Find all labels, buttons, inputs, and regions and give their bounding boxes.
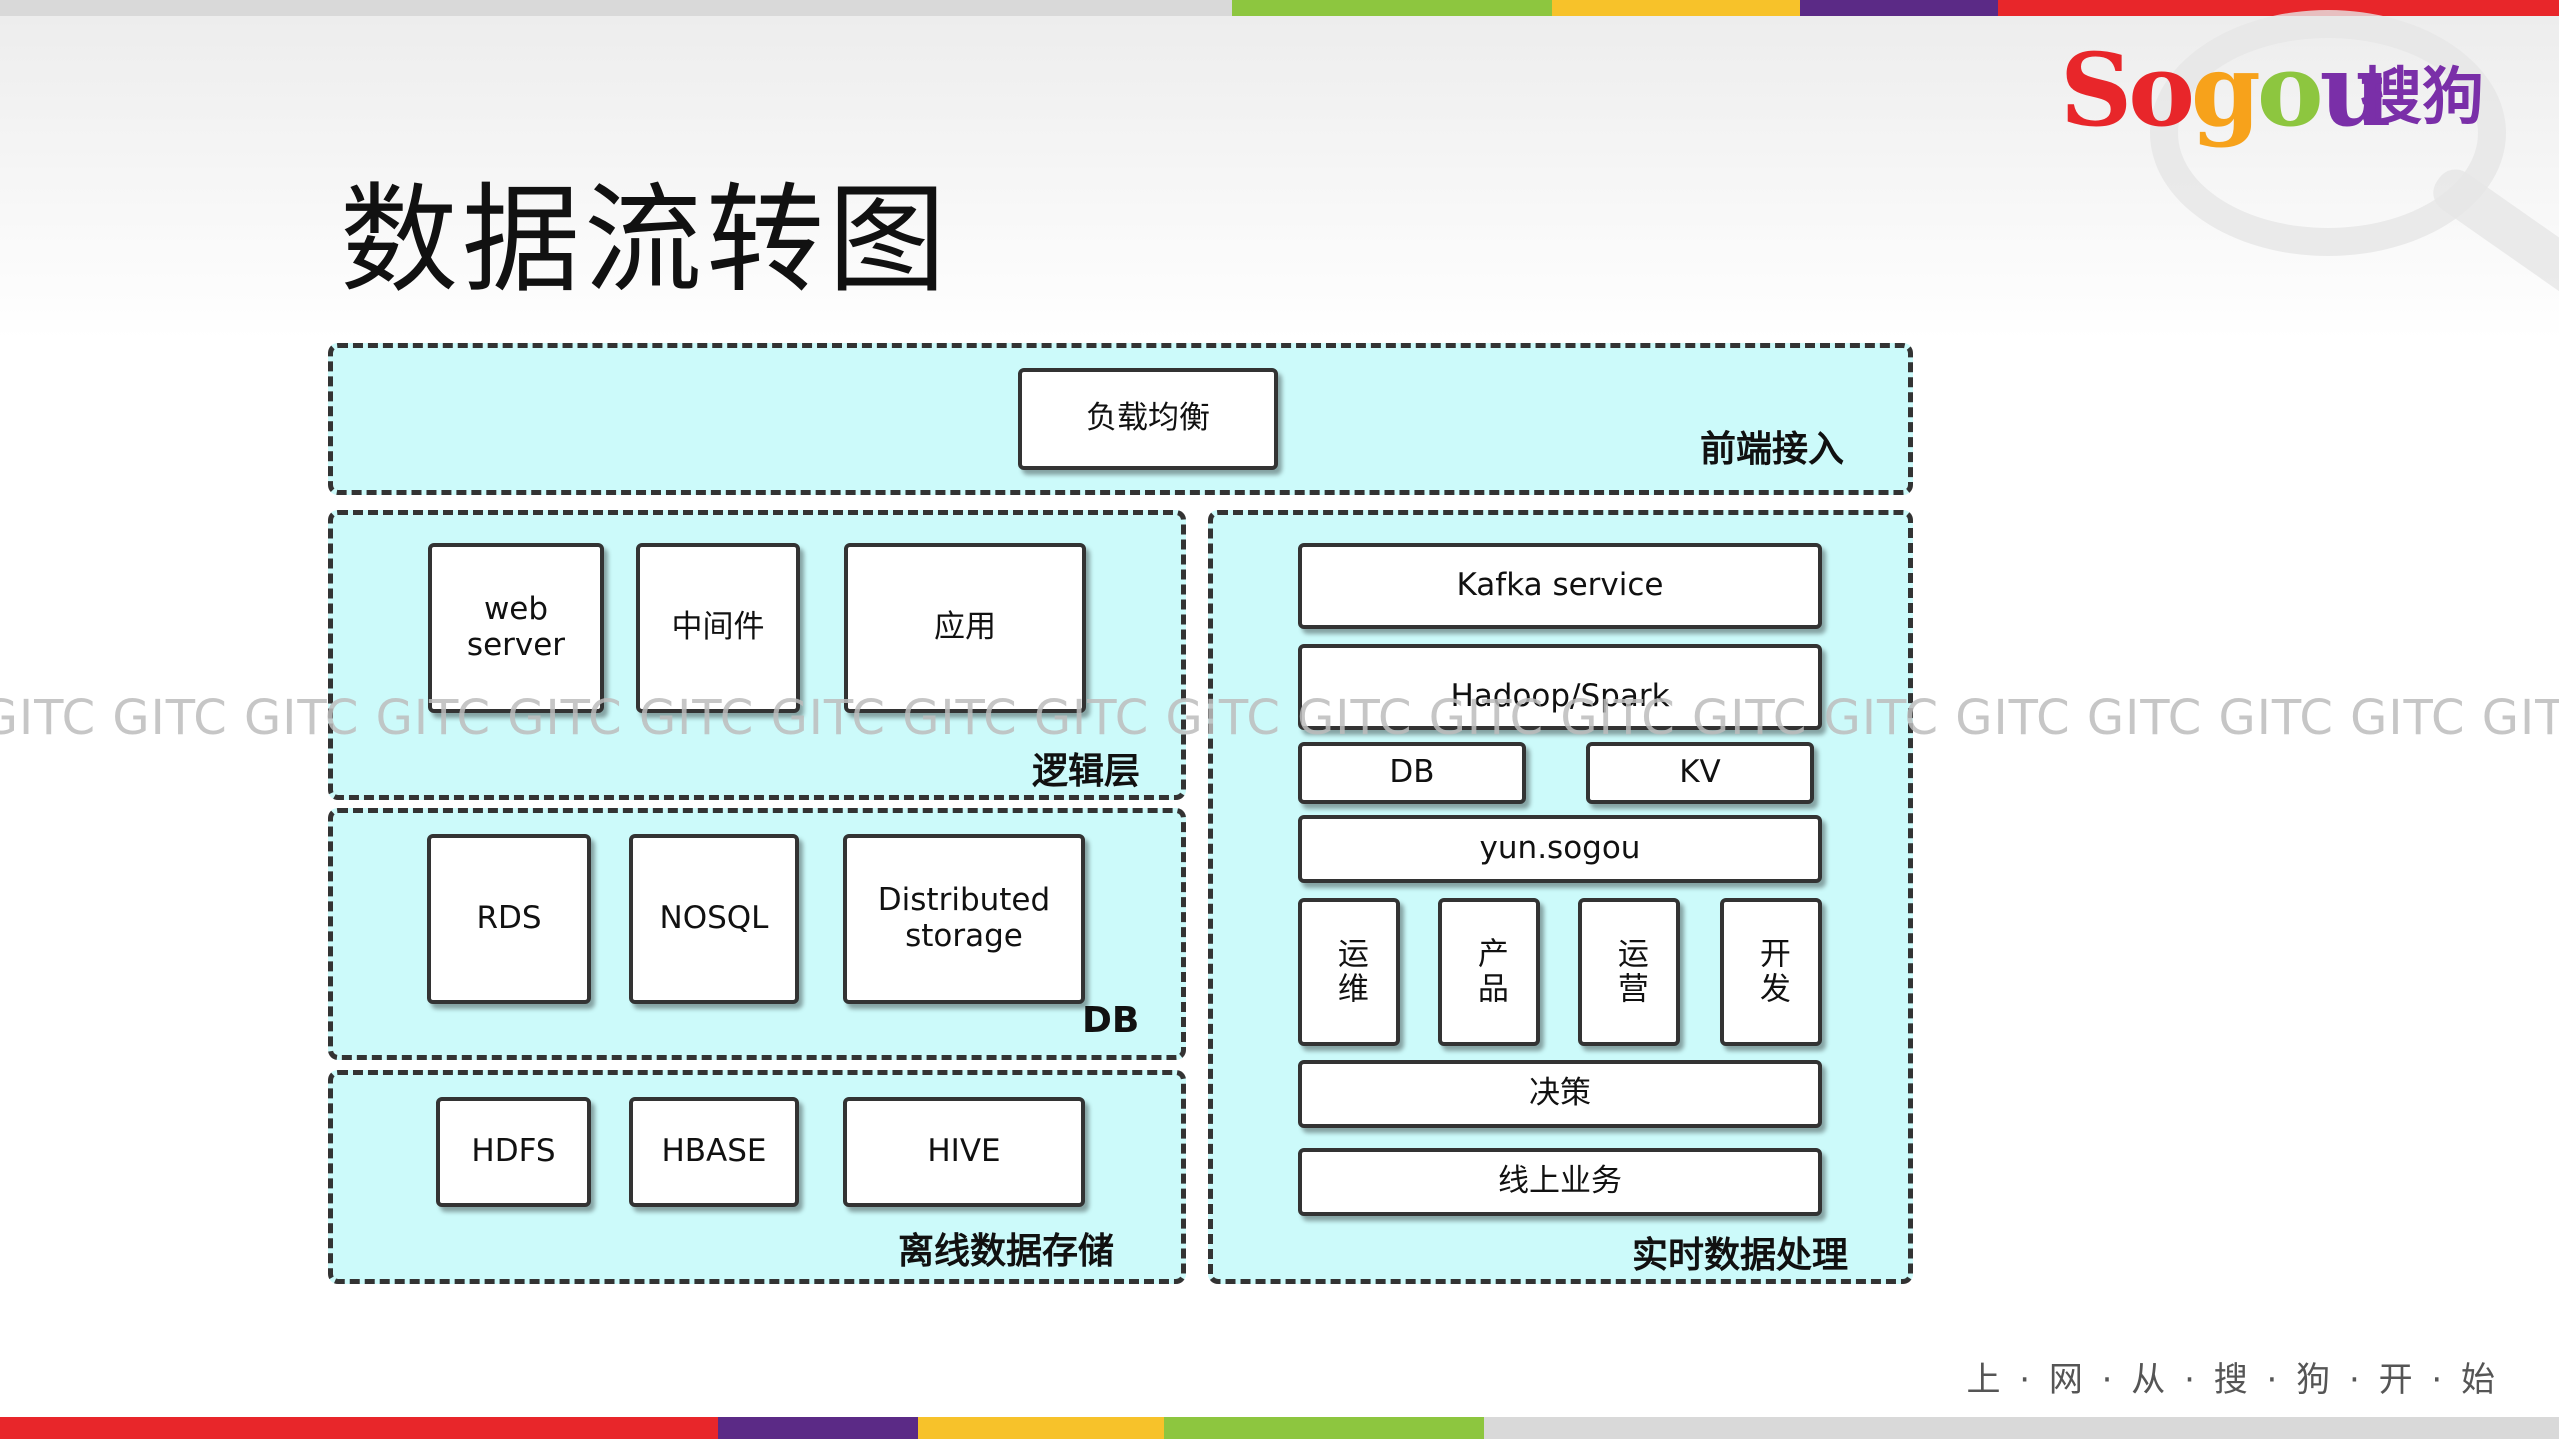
- kafka-service-box: Kafka service: [1298, 543, 1822, 629]
- operations-box: 运营: [1578, 898, 1680, 1046]
- offline-storage-label: 离线数据存储: [898, 1231, 1115, 1272]
- top-color-strip: [0, 0, 2559, 16]
- hive-box: HIVE: [843, 1097, 1085, 1207]
- load-balancer-box: 负载均衡: [1018, 368, 1278, 470]
- sogou-logo: Sogou: [2060, 31, 2392, 149]
- realtime-label: 实时数据处理: [1632, 1235, 1849, 1276]
- rds-box: RDS: [427, 834, 591, 1004]
- distributed-storage-box: Distributed storage: [843, 834, 1085, 1004]
- gitc-watermark: C GITC GITC GITC GITC GITC GITC GITC GIT…: [0, 690, 2559, 746]
- decision-box: 决策: [1298, 1060, 1822, 1128]
- hdfs-box: HDFS: [436, 1097, 591, 1207]
- web-server-box: web server: [428, 543, 604, 713]
- hadoop-spark-box: Hadoop/Spark: [1298, 644, 1822, 730]
- page-title: 数据流转图: [340, 171, 951, 309]
- dev-box: 开发: [1720, 898, 1822, 1046]
- frontend-label: 前端接入: [1700, 429, 1845, 470]
- ops-box: 运维: [1298, 898, 1400, 1046]
- slogan: 上 · 网 · 从 · 搜 · 狗 · 开 · 始: [1966, 1360, 2499, 1400]
- hbase-box: HBASE: [629, 1097, 799, 1207]
- sogou-logo-cn: 搜狗: [2360, 60, 2485, 133]
- online-business-box: 线上业务: [1298, 1148, 1822, 1216]
- nosql-box: NOSQL: [629, 834, 799, 1004]
- db-label: DB: [1082, 1000, 1140, 1041]
- application-box: 应用: [844, 543, 1086, 713]
- slide-background: [0, 0, 2559, 340]
- product-box: 产品: [1438, 898, 1540, 1046]
- middleware-box: 中间件: [636, 543, 800, 713]
- bottom-color-strip: [0, 1417, 2559, 1439]
- logic-label: 逻辑层: [1032, 751, 1141, 792]
- kv-box: KV: [1586, 742, 1814, 804]
- yun-sogou-box: yun.sogou: [1298, 815, 1822, 883]
- realtime-db-box: DB: [1298, 742, 1526, 804]
